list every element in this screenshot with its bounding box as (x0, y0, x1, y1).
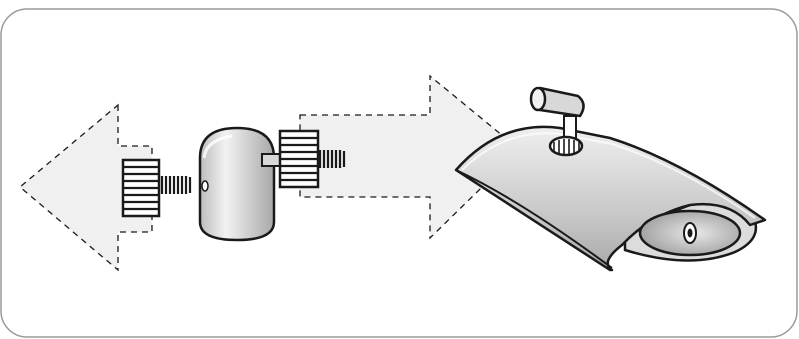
screw-thread-icon (160, 176, 192, 194)
camera-lens-icon (638, 209, 742, 257)
camera-mount-adapter-icon (198, 126, 283, 242)
knurled-nut-icon (278, 129, 320, 189)
dashed-arrow-left-icon (18, 103, 153, 272)
bracket-mount-icon (529, 86, 585, 157)
knurled-nut-icon (121, 158, 161, 218)
screw-thread-icon (318, 150, 346, 168)
dashed-arrow-right-icon (299, 74, 521, 240)
